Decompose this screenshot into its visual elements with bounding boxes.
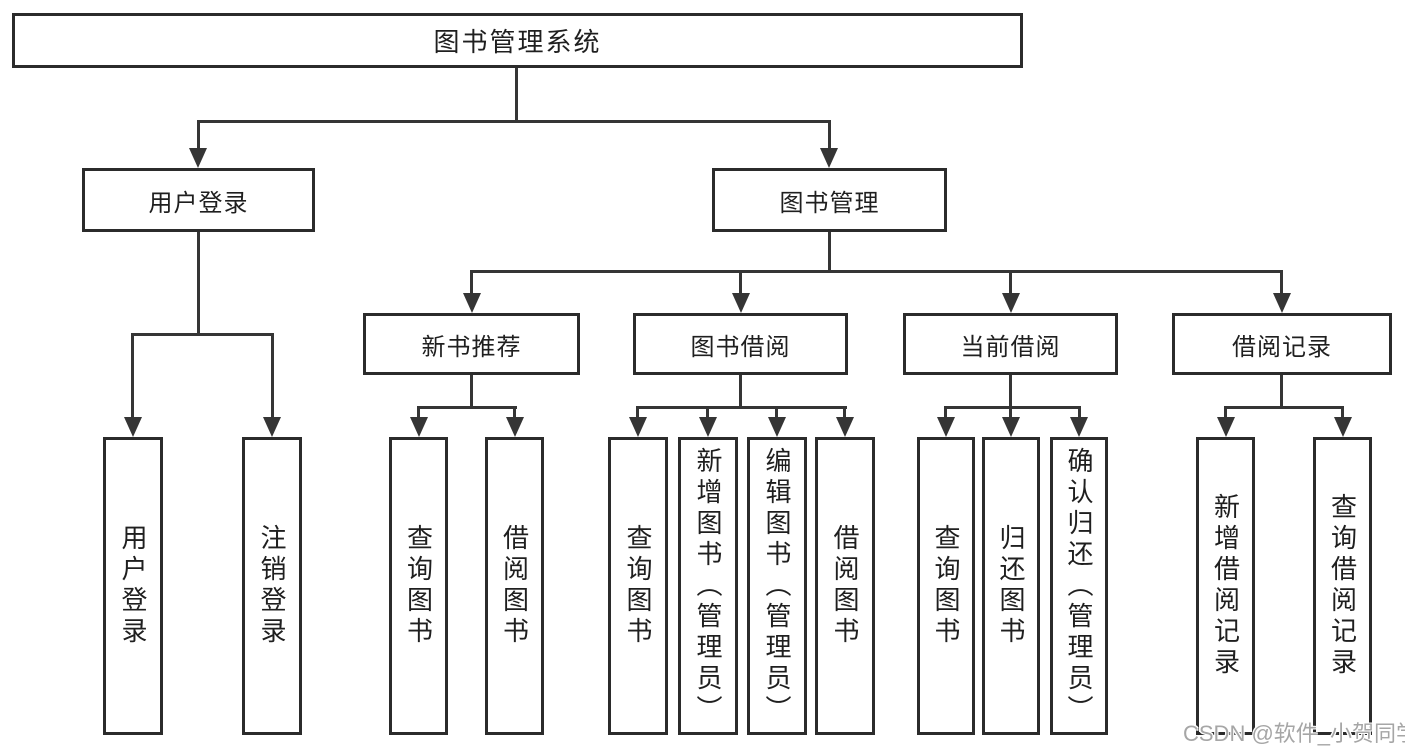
leaf-br-add-label: 新增借阅记录 (1210, 493, 1241, 679)
leaf-bb-add: 新增图书（管理员） (678, 437, 738, 735)
arrow-down-icon (1002, 417, 1020, 437)
connector-hline (944, 406, 1081, 409)
connector-stem (828, 120, 831, 150)
arrow-down-icon (836, 417, 854, 437)
connector-hline (470, 270, 1283, 273)
connector-stem (1009, 406, 1012, 419)
connector-vline (197, 232, 200, 336)
node-new-book-rec-label: 新书推荐 (421, 333, 522, 361)
connector-stem (775, 406, 778, 419)
leaf-bb-edit-label: 编辑图书（管理员） (762, 446, 792, 726)
leaf-bb-borrow-label: 借阅图书 (830, 524, 860, 648)
connector-vline (1009, 375, 1012, 409)
arrow-down-icon (768, 417, 786, 437)
connector-stem (1224, 406, 1227, 419)
leaf-cb-return: 归还图书 (982, 437, 1040, 735)
connector-stem (706, 406, 709, 419)
node-borrow-records: 借阅记录 (1172, 313, 1392, 375)
connector-stem (843, 406, 846, 419)
leaf-cb-query-label: 查询图书 (931, 524, 961, 648)
leaf-user-login-label: 用户登录 (118, 524, 148, 648)
connector-stem (417, 406, 420, 419)
leaf-rec-query-label: 查询图书 (403, 524, 434, 648)
connector-stem (1280, 270, 1283, 295)
leaf-rec-borrow: 借阅图书 (485, 437, 544, 735)
node-book-borrow-label: 图书借阅 (690, 333, 791, 361)
connector-vline (1280, 375, 1283, 409)
arrow-down-icon (820, 148, 838, 168)
connector-stem (739, 270, 742, 295)
leaf-bb-query-label: 查询图书 (623, 524, 653, 648)
leaf-cb-return-label: 归还图书 (996, 524, 1026, 648)
arrow-down-icon (1217, 417, 1235, 437)
leaf-bb-add-label: 新增图书（管理员） (693, 446, 723, 726)
leaf-rec-query: 查询图书 (389, 437, 448, 735)
arrow-down-icon (410, 417, 428, 437)
connector-stem (1009, 270, 1012, 295)
connector-vline (739, 375, 742, 409)
arrow-down-icon (937, 417, 955, 437)
connector-stem (513, 406, 516, 419)
watermark-text: CSDN @软件_小贺同学 (1183, 721, 1405, 746)
connector-stem (944, 406, 947, 419)
node-new-book-rec: 新书推荐 (363, 313, 580, 375)
node-current-borrow-label: 当前借阅 (960, 333, 1061, 361)
connector-hline (417, 406, 517, 409)
node-root: 图书管理系统 (12, 13, 1023, 68)
leaf-br-query: 查询借阅记录 (1313, 437, 1372, 735)
arrow-down-icon (124, 417, 142, 437)
node-book-mgmt-label: 图书管理 (779, 189, 880, 217)
connector-stem (636, 406, 639, 419)
node-book-mgmt: 图书管理 (712, 168, 947, 232)
node-user-login-label: 用户登录 (148, 189, 249, 217)
leaf-br-query-label: 查询借阅记录 (1327, 493, 1358, 679)
connector-vline (828, 232, 831, 272)
arrow-down-icon (189, 148, 207, 168)
arrow-down-icon (506, 417, 524, 437)
node-user-login: 用户登录 (82, 168, 315, 232)
arrow-down-icon (732, 293, 750, 313)
leaf-bb-borrow: 借阅图书 (815, 437, 875, 735)
arrow-down-icon (263, 417, 281, 437)
connector-stem (1341, 406, 1344, 419)
node-root-label: 图书管理系统 (433, 27, 602, 57)
connector-stem (197, 120, 200, 150)
leaf-cb-confirm: 确认归还（管理员） (1050, 437, 1108, 735)
node-book-borrow: 图书借阅 (633, 313, 848, 375)
node-current-borrow: 当前借阅 (903, 313, 1118, 375)
connector-vline (515, 68, 518, 122)
arrow-down-icon (629, 417, 647, 437)
leaf-logout: 注销登录 (242, 437, 302, 735)
arrow-down-icon (1334, 417, 1352, 437)
leaf-cb-confirm-label: 确认归还（管理员） (1064, 446, 1094, 726)
leaf-br-add: 新增借阅记录 (1196, 437, 1255, 735)
connector-hline (131, 333, 274, 336)
leaf-cb-query: 查询图书 (917, 437, 975, 735)
leaf-user-login: 用户登录 (103, 437, 163, 735)
arrow-down-icon (1273, 293, 1291, 313)
leaf-logout-label: 注销登录 (257, 524, 287, 648)
leaf-bb-edit: 编辑图书（管理员） (747, 437, 807, 735)
connector-stem (470, 270, 473, 295)
connector-hline (636, 406, 847, 409)
connector-stem (131, 333, 134, 419)
connector-hline (1224, 406, 1344, 409)
node-borrow-records-label: 借阅记录 (1232, 333, 1332, 361)
connector-stem (271, 333, 274, 419)
arrow-down-icon (1002, 293, 1020, 313)
connector-hline (197, 120, 831, 123)
leaf-bb-query: 查询图书 (608, 437, 668, 735)
arrow-down-icon (1070, 417, 1088, 437)
leaf-rec-borrow-label: 借阅图书 (499, 524, 530, 648)
connector-vline (470, 375, 473, 409)
connector-stem (1078, 406, 1081, 419)
arrow-down-icon (699, 417, 717, 437)
arrow-down-icon (463, 293, 481, 313)
